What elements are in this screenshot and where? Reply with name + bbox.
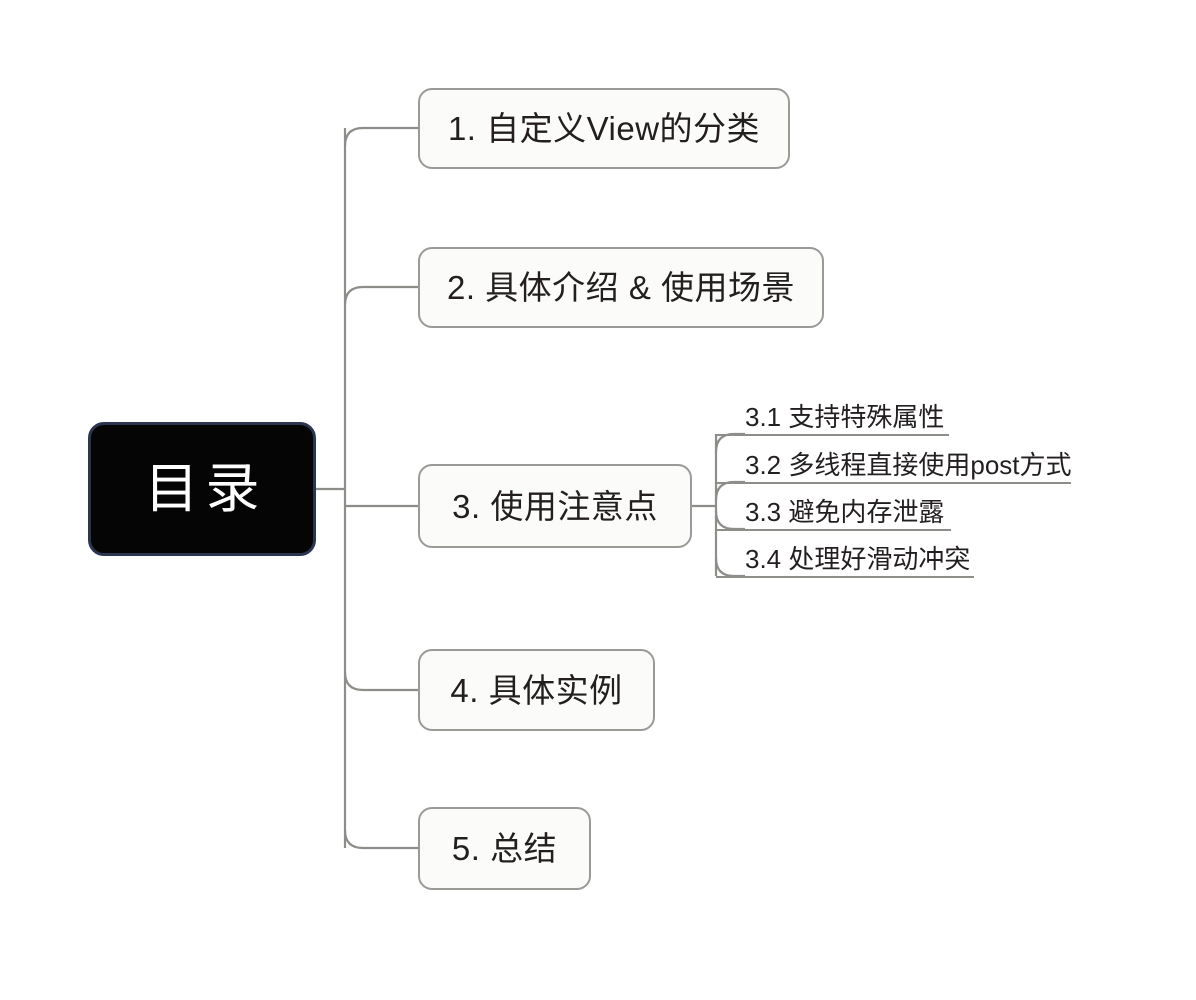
connector-to-leaf-3-4 xyxy=(714,557,745,578)
connector-to-node-5 xyxy=(343,829,418,850)
leaf-underline-3-2 xyxy=(716,482,1071,484)
connector-to-node-1 xyxy=(343,126,418,147)
branch-node-3[interactable]: 3. 使用注意点 xyxy=(418,464,692,548)
leaf-node-3-1[interactable]: 3.1 支持特殊属性 xyxy=(745,402,945,432)
leaf-underline-3-1 xyxy=(716,434,949,436)
leaf-node-3-4[interactable]: 3.4 处理好滑动冲突 xyxy=(745,544,971,574)
leaf-node-3-2[interactable]: 3.2 多线程直接使用post方式 xyxy=(745,450,1072,480)
branch-node-5-label: 5. 总结 xyxy=(451,830,558,867)
branch-node-5[interactable]: 5. 总结 xyxy=(418,807,591,890)
branch-node-1[interactable]: 1. 自定义View的分类 xyxy=(418,88,790,169)
connector-to-node-4 xyxy=(343,671,418,692)
branch-node-3-label: 3. 使用注意点 xyxy=(452,487,658,525)
leaf-underline-3-3 xyxy=(716,529,951,531)
branch-node-2-label: 2. 具体介绍 & 使用场景 xyxy=(446,269,796,306)
leaf-underline-3-4 xyxy=(716,576,974,578)
connector-to-node-2 xyxy=(343,285,418,306)
leaf-node-3-3[interactable]: 3.3 避免内存泄露 xyxy=(745,497,945,527)
connector-to-leaf-3-3 xyxy=(714,510,745,531)
branch-node-1-label: 1. 自定义View的分类 xyxy=(447,110,761,147)
connector-to-leaf-3-2 xyxy=(714,480,745,501)
branch-node-4-label: 4. 具体实例 xyxy=(450,671,623,709)
branch-node-4[interactable]: 4. 具体实例 xyxy=(418,649,655,731)
branch-node-2[interactable]: 2. 具体介绍 & 使用场景 xyxy=(418,247,824,328)
root-node-label: 目录 xyxy=(144,459,267,519)
root-node[interactable]: 目录 xyxy=(88,422,316,556)
connector-to-leaf-3-1 xyxy=(714,432,745,453)
